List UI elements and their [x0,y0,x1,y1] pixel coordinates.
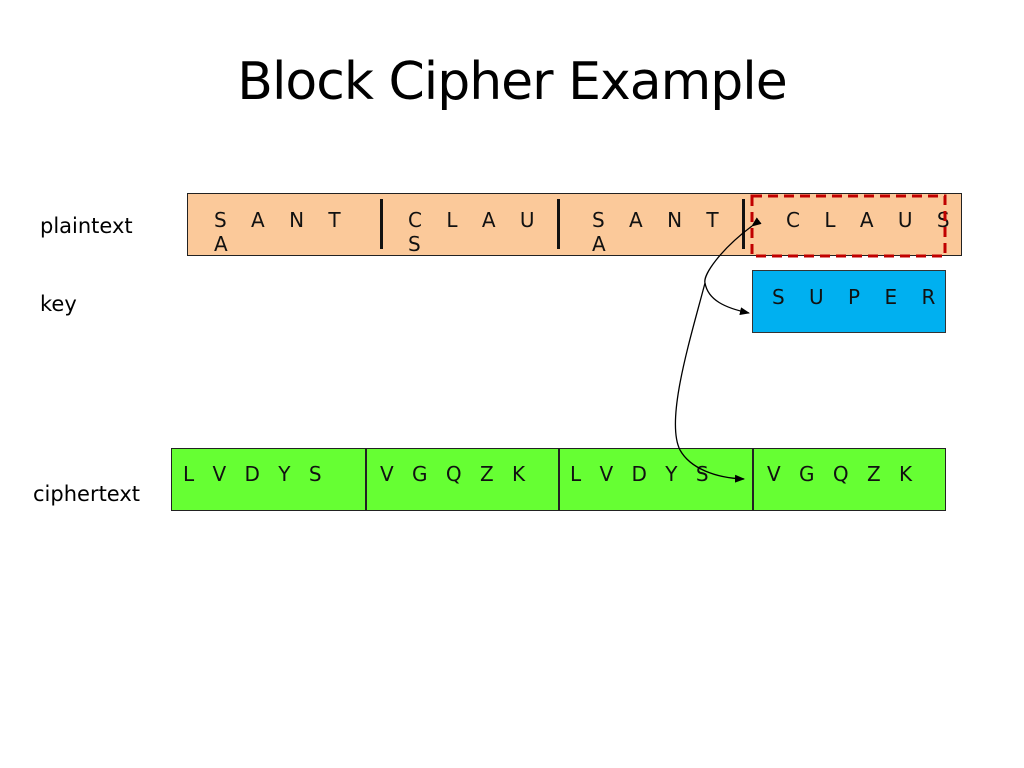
ciphertext-block: L V D Y S [559,449,753,510]
block-divider [365,449,367,510]
highlight-dashed-box [750,194,947,258]
plaintext-block: S A N T A [559,194,744,256]
arrow-to-ciphertext [674,282,745,483]
arrow-plaintext [704,217,762,284]
plaintext-block: S A N T A [188,194,382,256]
plaintext-block: C L A U S [382,194,559,256]
ciphertext-block-text: L V D Y S [570,462,715,486]
plaintext-block-text: S A N T A [592,208,728,256]
plaintext-block-text: C L A U S [408,208,544,256]
slide-title: Block Cipher Example [237,52,787,112]
key-block: S U P E R [753,271,945,332]
plaintext-block: C L A U S [744,194,961,255]
key-box: S U P E R [752,270,946,333]
ciphertext-block-text: L V D Y S [183,462,328,486]
block-divider [558,449,560,510]
ciphertext-block: L V D Y S [172,449,366,510]
ciphertext-block: V G Q Z K [753,449,945,510]
ciphertext-block-text: V G Q Z K [380,462,532,486]
plaintext-label: plaintext [40,214,133,238]
block-separator [380,199,383,249]
block-separator [557,199,560,249]
ciphertext-bar: L V D Y S V G Q Z K L V D Y S V G Q Z K [171,448,946,511]
key-block-text: S U P E R [772,285,945,309]
ciphertext-block-text: V G Q Z K [767,462,919,486]
key-label: key [40,292,77,316]
block-separator [742,199,745,249]
plaintext-block-text: S A N T A [214,208,350,256]
plaintext-bar: S A N T A C L A U S S A N T A C L A U S [187,193,962,256]
block-divider [752,449,754,510]
arrow-to-key [704,282,750,316]
ciphertext-block: V G Q Z K [366,449,559,510]
plaintext-block-text: C L A U S [786,208,959,232]
ciphertext-label: ciphertext [33,482,141,506]
